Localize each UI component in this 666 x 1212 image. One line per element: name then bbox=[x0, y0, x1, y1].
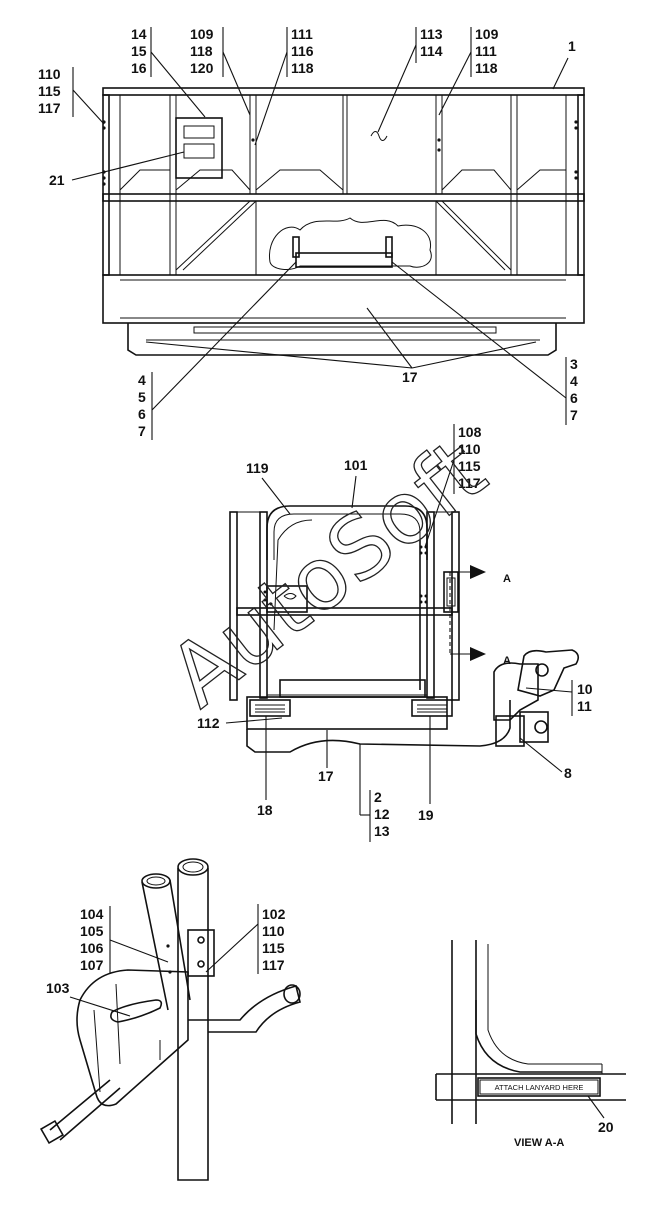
view-aa: ATTACH LANYARD HERE 20 VIEW A-A bbox=[435, 940, 626, 1149]
svg-text:17: 17 bbox=[402, 369, 418, 385]
callout-8: 8 bbox=[519, 737, 572, 781]
svg-text:101: 101 bbox=[344, 457, 368, 473]
svg-text:108: 108 bbox=[458, 424, 482, 440]
svg-text:120: 120 bbox=[190, 60, 214, 76]
svg-text:10: 10 bbox=[577, 681, 593, 697]
section-mark-a-lower: A bbox=[503, 655, 511, 667]
callout-113-114: 113 114 bbox=[377, 26, 443, 133]
svg-text:118: 118 bbox=[475, 60, 498, 76]
callout-21: 21 bbox=[49, 151, 185, 188]
callout-19: 19 bbox=[418, 716, 434, 823]
svg-text:106: 106 bbox=[80, 940, 104, 956]
callout-17-top: 17 bbox=[145, 307, 537, 385]
callout-111-116-118: 111 116 118 bbox=[254, 26, 314, 146]
callout-1: 1 bbox=[552, 38, 576, 90]
callout-108-110-115-117: 108 110 115 117 bbox=[424, 424, 482, 548]
side-view: A A 119 101 108 110 115 117 10 11 112 bbox=[197, 424, 593, 842]
callout-104-105-106-107: 104 105 106 107 bbox=[80, 906, 169, 974]
svg-text:104: 104 bbox=[80, 906, 104, 922]
svg-text:110: 110 bbox=[458, 441, 481, 457]
svg-text:1: 1 bbox=[568, 38, 576, 54]
svg-text:15: 15 bbox=[131, 43, 147, 59]
callout-112: 112 bbox=[197, 715, 283, 731]
svg-text:116: 116 bbox=[291, 43, 314, 59]
svg-text:119: 119 bbox=[246, 460, 269, 476]
svg-text:118: 118 bbox=[190, 43, 213, 59]
svg-text:111: 111 bbox=[291, 26, 313, 42]
svg-text:17: 17 bbox=[318, 768, 334, 784]
svg-text:117: 117 bbox=[262, 957, 285, 973]
svg-text:115: 115 bbox=[262, 940, 285, 956]
svg-text:6: 6 bbox=[570, 390, 578, 406]
svg-text:8: 8 bbox=[564, 765, 572, 781]
callout-109-118-120: 109 118 120 bbox=[190, 26, 251, 116]
svg-text:110: 110 bbox=[262, 923, 285, 939]
callout-101: 101 bbox=[344, 457, 368, 509]
view-aa-caption: VIEW A-A bbox=[514, 1137, 564, 1149]
callout-14-15-16: 14 15 16 bbox=[131, 26, 206, 118]
svg-text:109: 109 bbox=[475, 26, 499, 42]
top-view: 14 15 16 109 118 120 111 116 118 113 114 bbox=[38, 26, 585, 440]
detail-view: 104 105 106 107 103 102 110 115 117 bbox=[39, 858, 301, 1181]
callout-102-110-115-117: 102 110 115 117 bbox=[205, 904, 286, 974]
svg-text:19: 19 bbox=[418, 807, 434, 823]
svg-text:4: 4 bbox=[138, 372, 146, 388]
svg-text:12: 12 bbox=[374, 806, 390, 822]
svg-text:14: 14 bbox=[131, 26, 147, 42]
callout-2-12-13: 2 12 13 bbox=[359, 744, 390, 842]
svg-text:109: 109 bbox=[190, 26, 214, 42]
section-mark-a-upper: A bbox=[503, 573, 511, 585]
svg-text:7: 7 bbox=[570, 407, 578, 423]
svg-text:6: 6 bbox=[138, 406, 146, 422]
svg-text:16: 16 bbox=[131, 60, 147, 76]
svg-text:4: 4 bbox=[570, 373, 578, 389]
svg-text:112: 112 bbox=[197, 715, 220, 731]
callout-119: 119 bbox=[246, 460, 291, 515]
svg-text:110: 110 bbox=[38, 66, 61, 82]
svg-text:117: 117 bbox=[38, 100, 61, 116]
svg-text:105: 105 bbox=[80, 923, 104, 939]
callout-17-side: 17 bbox=[318, 730, 334, 784]
svg-text:102: 102 bbox=[262, 906, 286, 922]
svg-text:3: 3 bbox=[570, 356, 578, 372]
callout-20: 20 bbox=[598, 1119, 614, 1135]
callout-103: 103 bbox=[46, 980, 131, 1017]
svg-text:118: 118 bbox=[291, 60, 314, 76]
svg-text:5: 5 bbox=[138, 389, 146, 405]
callout-109-111-118: 109 111 118 bbox=[438, 26, 499, 116]
callout-4-5-6-7-left: 4 5 6 7 bbox=[138, 261, 297, 440]
svg-text:117: 117 bbox=[458, 475, 481, 491]
svg-text:2: 2 bbox=[374, 789, 382, 805]
svg-text:115: 115 bbox=[458, 458, 481, 474]
svg-text:13: 13 bbox=[374, 823, 390, 839]
callout-110-115-117: 110 115 117 bbox=[38, 66, 105, 125]
callout-3-4-6-7-right: 3 4 6 7 bbox=[391, 261, 578, 425]
svg-text:18: 18 bbox=[257, 802, 273, 818]
svg-text:7: 7 bbox=[138, 423, 146, 439]
svg-text:111: 111 bbox=[475, 43, 497, 59]
svg-text:11: 11 bbox=[577, 698, 592, 714]
svg-text:103: 103 bbox=[46, 980, 70, 996]
lanyard-decal-text: ATTACH LANYARD HERE bbox=[495, 1083, 584, 1092]
svg-text:115: 115 bbox=[38, 83, 61, 99]
svg-text:114: 114 bbox=[420, 43, 443, 59]
svg-text:113: 113 bbox=[420, 26, 443, 42]
callout-18: 18 bbox=[257, 716, 273, 818]
svg-text:107: 107 bbox=[80, 957, 104, 973]
svg-text:21: 21 bbox=[49, 172, 65, 188]
callout-10-11: 10 11 bbox=[525, 680, 593, 716]
